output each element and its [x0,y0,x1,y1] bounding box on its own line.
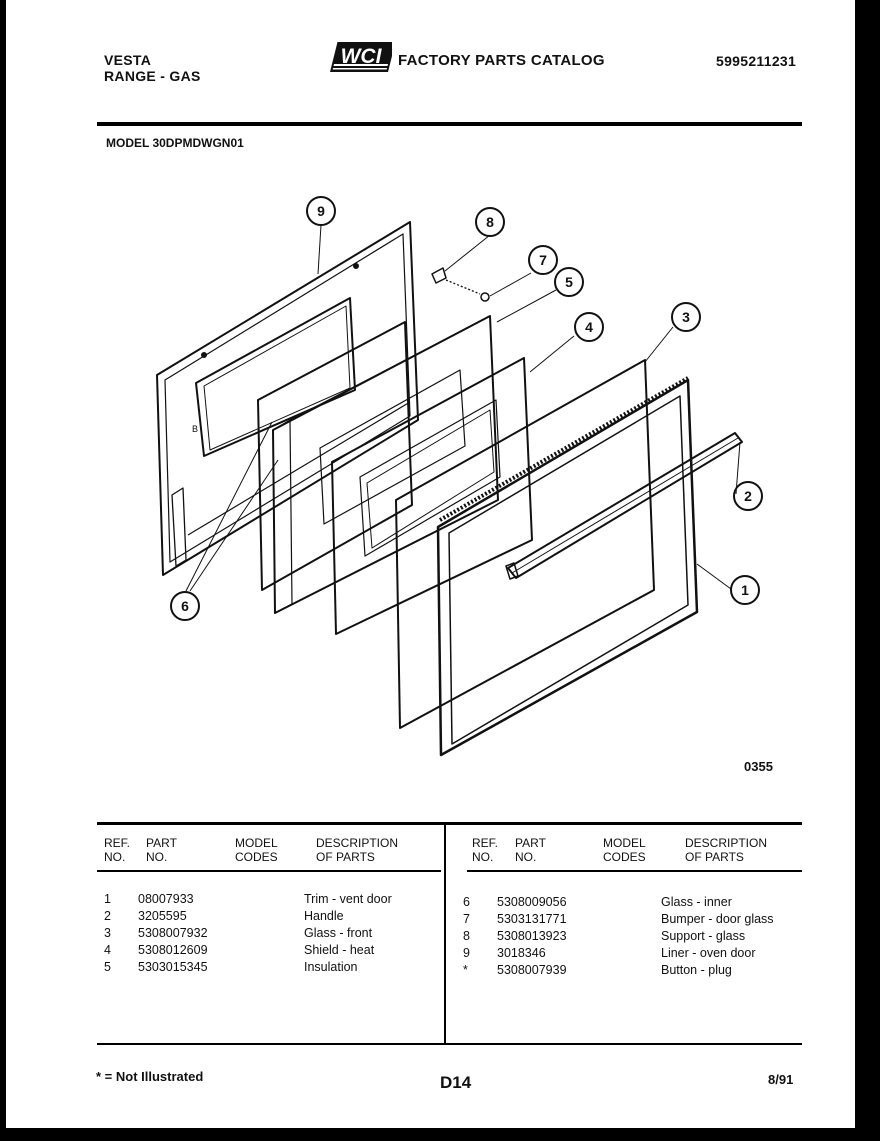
model-label: MODEL 30DPMDWGN01 [106,136,244,150]
left-header-rule [97,870,441,872]
callout-2: 2 [744,488,752,504]
right-header-rule [467,870,802,872]
callout-leaders [185,224,741,592]
drawing-number: 0355 [744,759,773,774]
callout-4: 4 [585,319,593,335]
callout-9: 9 [317,203,325,219]
callout-7: 7 [539,252,547,268]
not-illustrated-note: * = Not Illustrated [96,1069,204,1084]
callout-8: 8 [486,214,494,230]
scan-border-bottom [0,1128,880,1141]
revision-date: 8/91 [768,1072,794,1087]
table-bottom-rule [97,1043,802,1045]
left-header-ref: REF.NO. [104,836,131,864]
callout-1: 1 [741,582,749,598]
svg-text:B: B [192,424,198,434]
part-5-insulation [272,315,499,614]
catalog-number: 5995211231 [716,53,797,69]
part-2-handle [505,432,743,580]
catalog-title: FACTORY PARTS CATALOG [398,52,605,69]
scan-border-left [0,0,6,1141]
product-category: RANGE - GAS [104,68,201,84]
part-4-heat-shield [331,357,533,635]
table-divider [444,825,446,1045]
part-9-liner: B [156,221,419,576]
part-3-front-glass [395,359,655,729]
exploded-door-diagram: B [156,196,763,757]
part-6-inner-glass [257,321,413,591]
callout-circles [170,196,763,621]
wci-logo: WCI [330,40,396,74]
table-top-rule [97,822,802,825]
parts-8-7-hardware [431,267,490,302]
wci-logo-text: WCI [341,45,383,68]
callout-5: 5 [565,274,573,290]
callout-6: 6 [181,598,189,614]
brand-name: VESTA [104,52,152,68]
header-rule [97,122,802,126]
page-code: D14 [440,1073,472,1092]
scan-border-right [855,0,880,1141]
wci-logo-graphic: WCI [330,42,396,72]
callout-3: 3 [682,309,690,325]
part-1-trim [436,376,699,757]
right-header-ref: REF.NO. [472,836,499,864]
